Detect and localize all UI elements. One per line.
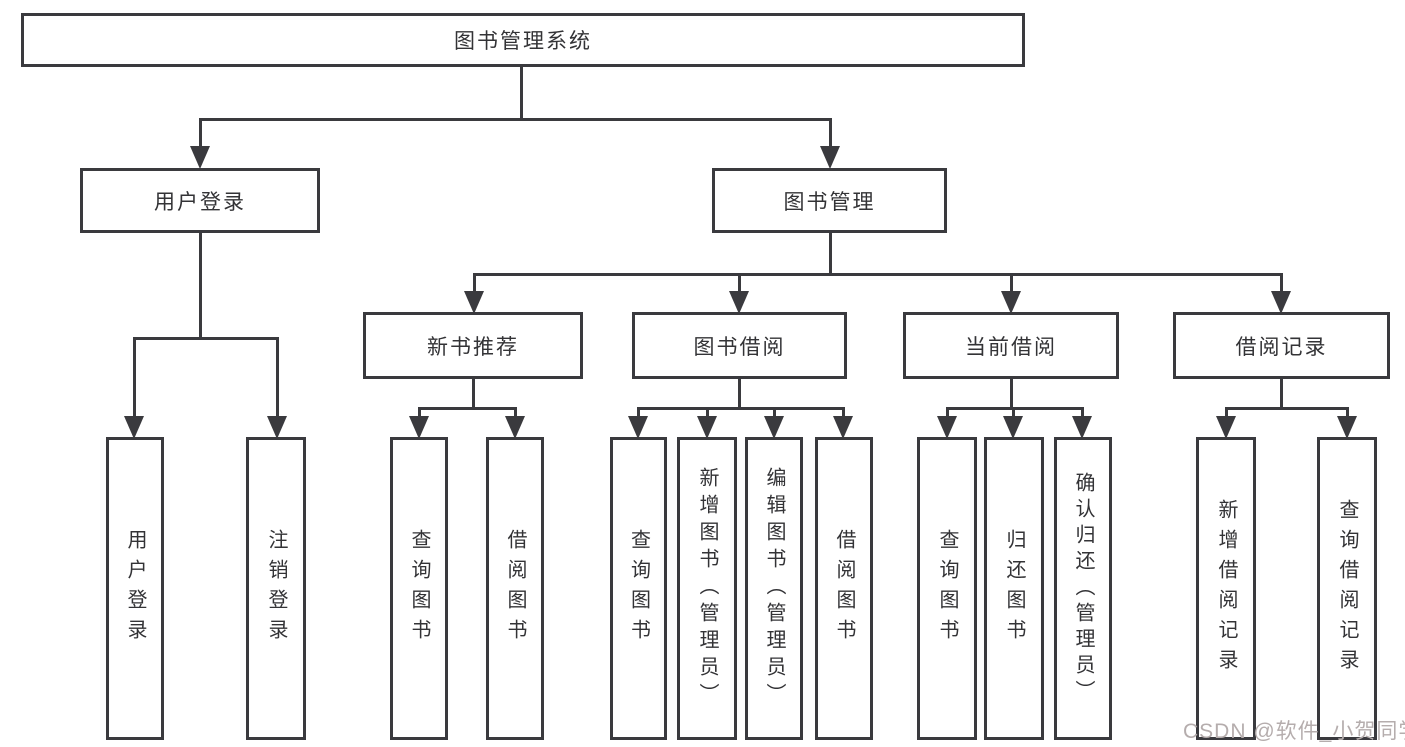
leaf-borrow-edit-book-admin-label: 编辑图书（管理员） — [763, 467, 785, 710]
leaf-borrow-query-book-label: 查询图书 — [627, 528, 650, 649]
node-book-borrow-label: 图书借阅 — [693, 335, 786, 359]
edge-drop — [1081, 407, 1084, 419]
edge-drop — [1346, 407, 1349, 419]
arrowhead-down-icon — [1001, 291, 1021, 314]
leaf-record-add-borrow-record-label: 新增借阅记录 — [1215, 498, 1237, 679]
node-current-borrow: 当前借阅 — [903, 312, 1119, 379]
node-user-login-branch-label: 用户登录 — [154, 190, 246, 214]
leaf-current-return-book-label: 归还图书 — [1003, 528, 1025, 649]
edge-drop-user-login — [199, 118, 202, 148]
edge-recommend-splitter — [418, 407, 517, 410]
edge-drop-current-borrow — [1010, 273, 1013, 293]
arrowhead-down-icon — [937, 416, 957, 439]
leaf-borrow-borrow-book: 借阅图书 — [815, 437, 873, 740]
node-user-login-branch: 用户登录 — [80, 168, 320, 233]
leaf-user-login: 用户登录 — [106, 437, 164, 740]
node-book-management-label: 图书管理 — [783, 190, 876, 214]
arrowhead-down-icon — [729, 291, 749, 314]
node-root: 图书管理系统 — [21, 13, 1025, 67]
edge-drop — [637, 407, 640, 419]
edge-bookmgmt-stem — [829, 233, 832, 273]
edge-drop-leaf-logout — [276, 337, 279, 417]
edge-drop-borrow-record — [1280, 273, 1283, 293]
leaf-current-query-book: 查询图书 — [917, 437, 977, 740]
leaf-record-add-borrow-record: 新增借阅记录 — [1196, 437, 1256, 740]
node-borrow-record-label: 借阅记录 — [1235, 335, 1328, 359]
node-book-borrow: 图书借阅 — [632, 312, 847, 379]
edge-borrow-splitter — [637, 407, 845, 410]
arrowhead-down-icon — [409, 416, 429, 439]
edge-drop — [773, 407, 776, 419]
edge-current-stem — [1010, 379, 1013, 407]
arrowhead-down-icon — [124, 416, 144, 439]
edge-drop — [946, 407, 949, 419]
leaf-borrow-add-book-admin: 新增图书（管理员） — [677, 437, 737, 740]
arrowhead-down-icon — [267, 416, 287, 439]
leaf-borrow-edit-book-admin: 编辑图书（管理员） — [745, 437, 803, 740]
node-root-label: 图书管理系统 — [454, 30, 592, 53]
edge-drop — [418, 407, 421, 419]
leaf-recommend-query-book: 查询图书 — [390, 437, 448, 740]
leaf-recommend-query-book-label: 查询图书 — [408, 528, 430, 649]
edge-root-stem — [520, 67, 523, 118]
leaf-recommend-borrow-book-label: 借阅图书 — [504, 528, 526, 649]
arrowhead-down-icon — [505, 416, 525, 439]
edge-drop — [706, 407, 709, 419]
arrowhead-down-icon — [464, 291, 484, 314]
edge-drop-book-management — [829, 118, 832, 148]
edge-current-splitter — [946, 407, 1084, 410]
leaf-current-confirm-return-admin: 确认归还（管理员） — [1054, 437, 1112, 740]
edge-userlogin-splitter — [133, 337, 279, 340]
arrowhead-down-icon — [1216, 416, 1236, 439]
leaf-borrow-borrow-book-label: 借阅图书 — [833, 528, 855, 649]
edge-drop-leaf-user-login — [133, 337, 136, 417]
arrowhead-down-icon — [1072, 416, 1092, 439]
edge-userlogin-stem — [199, 233, 202, 337]
arrowhead-down-icon — [820, 146, 840, 169]
leaf-current-confirm-return-admin-label: 确认归还（管理员） — [1072, 471, 1094, 706]
arrowhead-down-icon — [764, 416, 784, 439]
arrowhead-down-icon — [1271, 291, 1291, 314]
leaf-recommend-borrow-book: 借阅图书 — [486, 437, 544, 740]
edge-root-splitter — [199, 118, 832, 121]
leaf-record-query-borrow-record-label: 查询借阅记录 — [1336, 498, 1358, 679]
node-borrow-record: 借阅记录 — [1173, 312, 1390, 379]
edge-bookmgmt-splitter — [473, 273, 1283, 276]
edge-drop — [842, 407, 845, 419]
leaf-current-query-book-label: 查询图书 — [936, 528, 958, 649]
node-new-book-recommend-label: 新书推荐 — [427, 335, 519, 359]
leaf-logout-login: 注销登录 — [246, 437, 306, 740]
leaf-current-return-book: 归还图书 — [984, 437, 1044, 740]
edge-recommend-stem — [472, 379, 475, 407]
arrowhead-down-icon — [190, 146, 210, 169]
edge-record-stem — [1280, 379, 1283, 407]
edge-drop — [1012, 407, 1015, 419]
arrowhead-down-icon — [628, 416, 648, 439]
node-book-management: 图书管理 — [712, 168, 947, 233]
node-current-borrow-label: 当前借阅 — [965, 335, 1057, 359]
leaf-logout-login-label: 注销登录 — [265, 528, 287, 649]
leaf-borrow-add-book-admin-label: 新增图书（管理员） — [696, 467, 718, 710]
edge-drop — [514, 407, 517, 419]
edge-borrow-stem — [738, 379, 741, 407]
edge-drop — [1225, 407, 1228, 419]
csdn-watermark: CSDN @软件_小贺同学 — [1183, 720, 1405, 743]
arrowhead-down-icon — [833, 416, 853, 439]
node-new-book-recommend: 新书推荐 — [363, 312, 583, 379]
leaf-borrow-query-book: 查询图书 — [610, 437, 667, 740]
edge-drop-new-book — [473, 273, 476, 293]
leaf-user-login-label: 用户登录 — [124, 528, 146, 649]
edge-record-splitter — [1225, 407, 1349, 410]
edge-drop-book-borrow — [738, 273, 741, 293]
leaf-record-query-borrow-record: 查询借阅记录 — [1317, 437, 1377, 740]
arrowhead-down-icon — [1337, 416, 1357, 439]
arrowhead-down-icon — [1003, 416, 1023, 439]
arrowhead-down-icon — [697, 416, 717, 439]
